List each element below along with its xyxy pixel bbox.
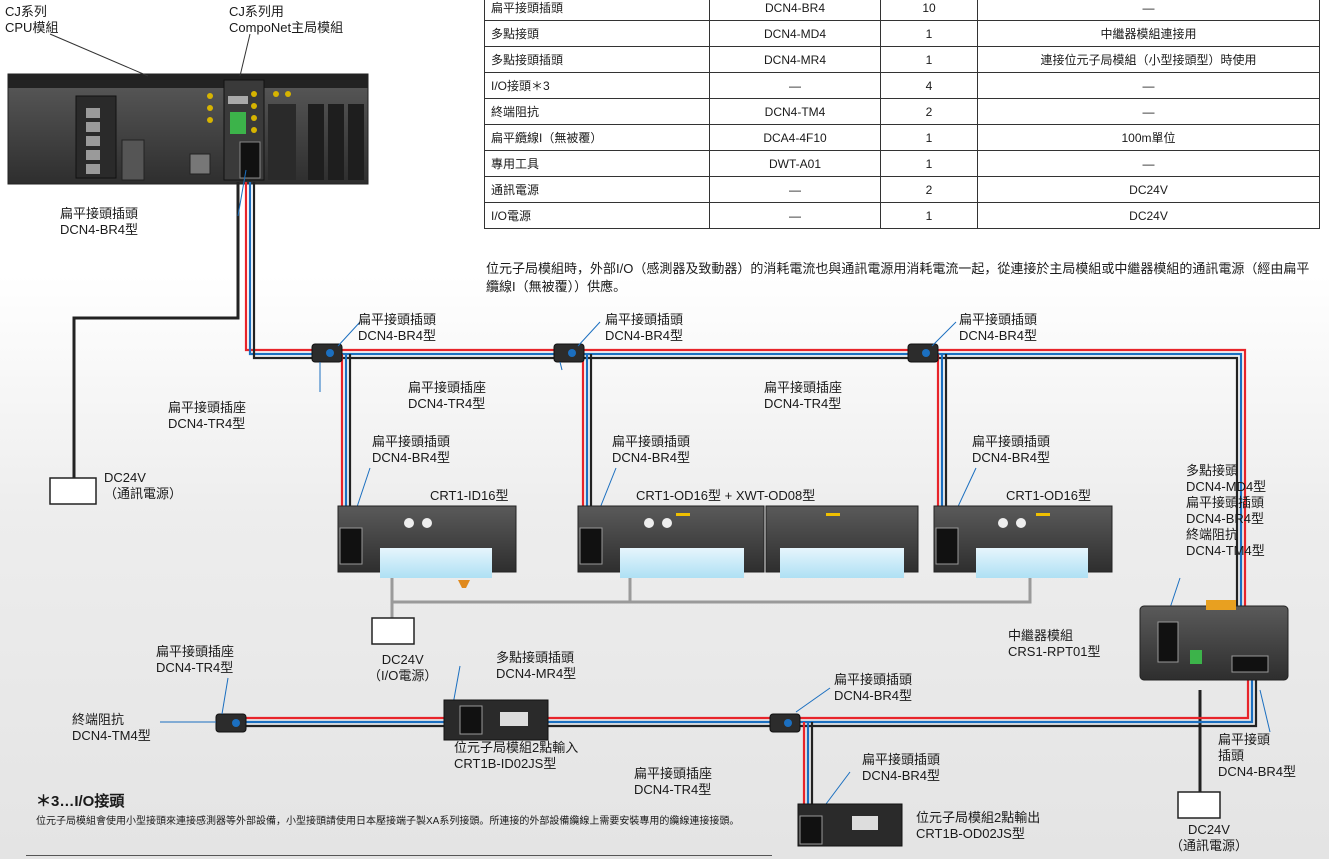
cell-name: 多點接頭 [484,20,710,47]
cell-note: — [977,98,1320,125]
cell-name: I/O接頭＊3 [484,72,710,99]
comm-power-label-2: DC24V（通訊電源） [1170,822,1249,853]
plc-rack [7,73,369,185]
slave-unit-3 [933,505,1113,578]
cell-model: DCN4-MR4 [709,46,881,73]
cell-note: DC24V [977,202,1320,229]
cell-qty: 10 [880,0,978,21]
cell-name: 多點接頭插頭 [484,46,710,73]
footnote-text: 位元子局模組會使用小型接頭來連接感測器等外部設備，小型接頭請使用日本壓接端子製X… [36,816,740,827]
cell-note: 中繼器模組連接用 [977,20,1320,47]
cell-model: DCN4-BR4 [709,0,881,21]
cell-name: 扁平接頭插頭 [484,0,710,21]
cell-model: DCN4-TM4 [709,98,881,125]
bit-slave-input [443,699,549,741]
cell-note: — [977,0,1320,21]
cell-note: DC24V [977,176,1320,203]
cell-name: 通訊電源 [484,176,710,203]
cell-name: 終端阻抗 [484,98,710,125]
cell-note: 100m單位 [977,124,1320,151]
cell-note: 連接位元子局模組（小型接頭型）時使用 [977,46,1320,73]
comm-power-label-1: DC24V（通訊電源） [104,470,183,501]
cell-model: — [709,176,881,203]
table-row: I/O接頭＊3—4— [484,72,1320,99]
cell-qty: 4 [880,72,978,99]
cell-qty: 1 [880,46,978,73]
cell-note: — [977,150,1320,177]
cell-model: DCA4-4F10 [709,124,881,151]
cell-name: 專用工具 [484,150,710,177]
cell-model: DWT-A01 [709,150,881,177]
io-power-label: DC24V（I/O電源） [368,652,438,683]
cell-note: — [977,72,1320,99]
slave-unit-2 [577,505,919,578]
cell-model: — [709,72,881,99]
divider [26,855,772,856]
cell-qty: 1 [880,202,978,229]
unit1-label: CRT1-ID16型 [430,488,509,503]
cell-qty: 2 [880,176,978,203]
cell-model: — [709,202,881,229]
cell-qty: 1 [880,150,978,177]
cell-name: 扁平纜線I（無被覆） [484,124,710,151]
slave-unit-1 [337,505,517,588]
cell-model: DCN4-MD4 [709,20,881,47]
footnote-title: ＊3…I/O接頭 [36,793,125,810]
repeater-unit [1139,600,1289,681]
bit-slave-output [797,803,903,847]
cell-qty: 2 [880,98,978,125]
unit3-label: CRT1-OD16型 [1006,488,1092,503]
power-note: 位元子局模組時，外部I/O（感測器及致動器）的消耗電流也與通訊電源用消耗電流一起… [486,261,1310,294]
cell-qty: 1 [880,124,978,151]
cell-qty: 1 [880,20,978,47]
unit2-label: CRT1-OD16型 + XWT-OD08型 [636,488,816,503]
cell-name: I/O電源 [484,202,710,229]
